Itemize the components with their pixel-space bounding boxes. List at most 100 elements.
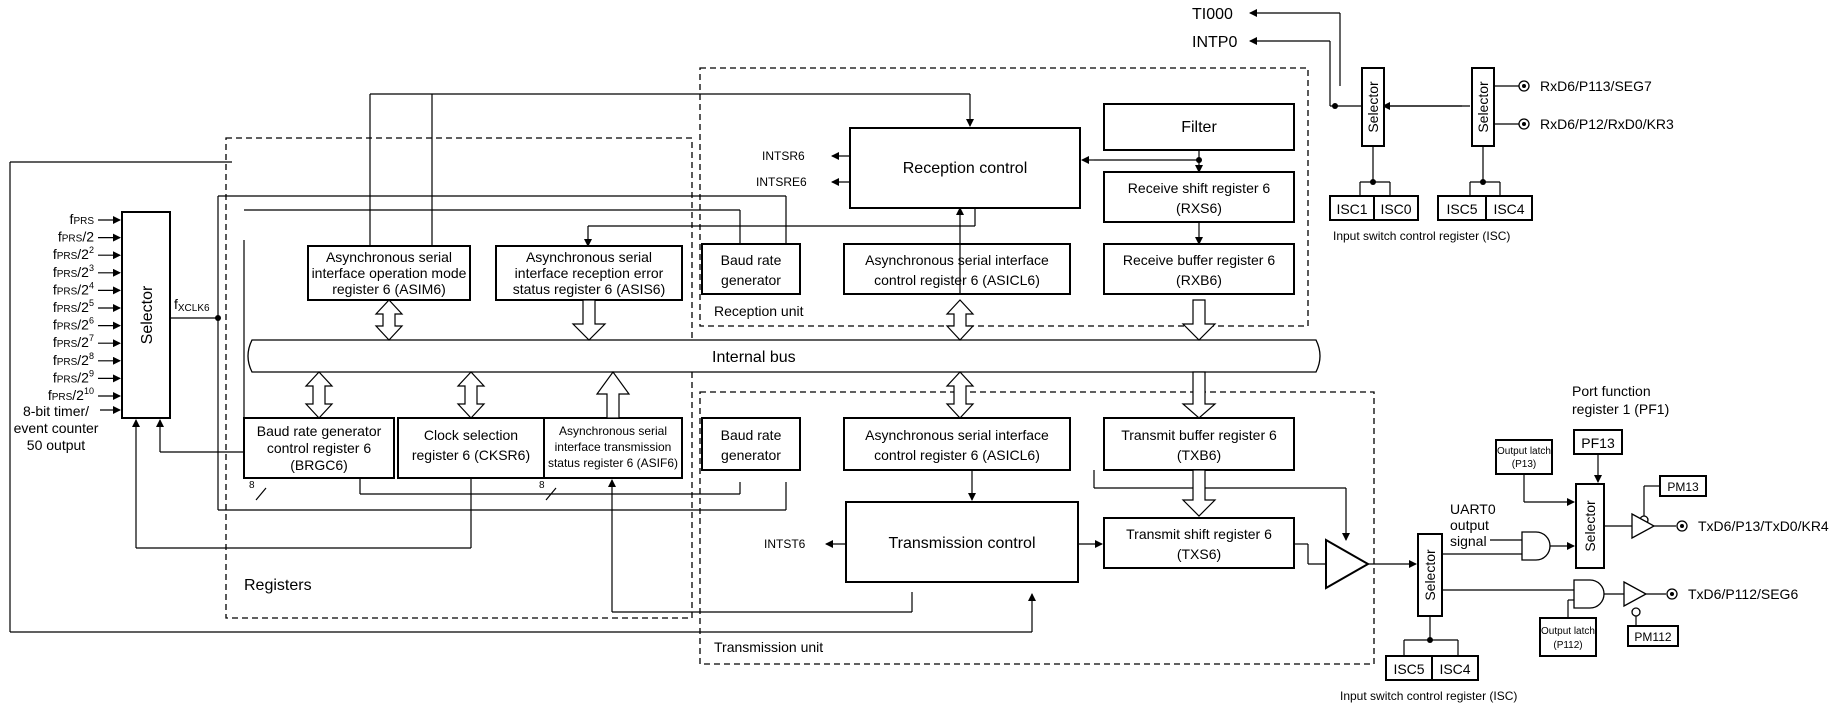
cksr6-label-1: Clock selection (424, 427, 518, 443)
rx-baud-label-1: Baud rate (721, 252, 782, 268)
uart0-label-1: UART0 (1450, 501, 1496, 517)
brgc6-label-1: Baud rate generator (257, 423, 382, 439)
output-latch-p13 (1495, 439, 1553, 475)
reception-unit-label: Reception unit (714, 303, 804, 319)
bus-width-a: 8 (249, 480, 255, 491)
bus-arrows (304, 299, 1217, 517)
p13-latch-label-1: Output latch (1497, 446, 1551, 457)
cksr6-label-2: register 6 (CKSR6) (412, 447, 530, 463)
clock-selector-label: Selector (139, 285, 156, 344)
clock-input-label-10: fPRS/210 (48, 386, 94, 403)
pin-txd6-p112: TxD6/P112/SEG6 (1688, 586, 1798, 602)
internal-bus (247, 339, 1321, 373)
isc-caption-top: Input switch control register (ISC) (1333, 229, 1510, 243)
isc5-label-top: ISC5 (1446, 201, 1477, 217)
and-gate-p112 (1573, 579, 1605, 609)
timer-output-label-3: 50 output (27, 437, 85, 453)
tx-asicl6-box (843, 417, 1071, 471)
p112-latch-label-2: (P112) (1553, 640, 1582, 651)
transmission-unit-region (699, 391, 1375, 665)
clock-inputs: fPRSfPRS/2fPRS/22fPRS/23fPRS/24fPRS/25fP… (48, 211, 121, 403)
transmission-unit-label: Transmission unit (714, 639, 823, 655)
isc4-label-bottom: ISC4 (1439, 661, 1470, 677)
tx-baud-label-2: generator (721, 447, 781, 463)
pm112-box (1627, 625, 1679, 647)
rx-asicl6-label-2: control register 6 (ASICL6) (874, 272, 1040, 288)
timer-output-label-2: event counter (14, 420, 99, 436)
pin-txd6-p13: TxD6/P13/TxD0/KR4 (1698, 518, 1829, 534)
p13-output-buffer (1631, 512, 1656, 540)
asim6-box (307, 245, 471, 301)
txs6-label-2: (TXS6) (1177, 546, 1221, 562)
reception-control-box (849, 127, 1081, 209)
brgc6-box (243, 417, 395, 479)
tx-asicl6-label-1: Asynchronous serial interface (865, 427, 1049, 443)
isc5-bit-bottom (1385, 655, 1433, 681)
clock-input-label-0: fPRS (70, 211, 95, 227)
ti000-signal: TI000 (1192, 6, 1233, 23)
pin-rxd6-p113: RxD6/P113/SEG7 (1540, 78, 1652, 94)
fxclk6-signal: fXCLK6 (174, 296, 210, 314)
reception-control-label: Reception control (903, 160, 1028, 177)
input-selector-a-label: Selector (1365, 81, 1381, 133)
timer-output-label-1: 8-bit timer/ (23, 403, 89, 419)
isc4-bit-top (1485, 195, 1533, 221)
asif6-label-1: Asynchronous serial (559, 424, 667, 438)
tx-baud-label-1: Baud rate (721, 427, 782, 443)
rxb6-box (1103, 243, 1295, 295)
rxs6-box (1103, 171, 1295, 223)
p112-output-buffer (1623, 580, 1648, 608)
clock-selector (121, 211, 171, 419)
output-selector-label: Selector (1422, 549, 1438, 601)
isc5-label-bottom: ISC5 (1393, 661, 1424, 677)
clock-input-label-5: fPRS/25 (53, 298, 94, 315)
filter-label: Filter (1181, 119, 1217, 136)
uart0-label-3: signal (1450, 533, 1487, 549)
and-gate-p13 (1521, 531, 1551, 561)
txs6-label-1: Transmit shift register 6 (1126, 526, 1272, 542)
rx-asicl6-box (843, 243, 1071, 295)
isc0-bit (1373, 195, 1419, 221)
asis6-label-3: status register 6 (ASIS6) (513, 281, 666, 297)
port-selector-label: Selector (1582, 500, 1598, 552)
p112-latch-label-1: Output latch (1541, 626, 1595, 637)
rxb6-label-1: Receive buffer register 6 (1123, 252, 1275, 268)
rxb6-label-2: (RXB6) (1176, 272, 1222, 288)
clock-input-label-6: fPRS/26 (53, 316, 94, 333)
brgc6-label-2: control register 6 (267, 440, 371, 456)
tx-output-buffer (1325, 538, 1371, 590)
rx-baud-rate-generator (701, 243, 801, 295)
bus-width-b: 8 (539, 480, 545, 491)
pf1-label-1: Port function (1572, 383, 1651, 399)
asis6-box (495, 245, 683, 301)
internal-bus-label: Internal bus (712, 349, 796, 366)
filter-box (1103, 103, 1295, 151)
pf13-label: PF13 (1581, 435, 1615, 451)
rxs6-label-1: Receive shift register 6 (1128, 180, 1271, 196)
tx-asicl6-label-2: control register 6 (ASICL6) (874, 447, 1040, 463)
asif6-label-3: status register 6 (ASIF6) (548, 456, 678, 470)
clock-input-label-7: fPRS/27 (53, 333, 94, 350)
input-selector-b-label: Selector (1475, 81, 1491, 133)
isc4-label-top: ISC4 (1493, 201, 1524, 217)
intp0-signal: INTP0 (1192, 34, 1237, 51)
intsr6-signal: INTSR6 (762, 149, 805, 163)
isc4-bit-bottom (1431, 655, 1479, 681)
brgc6-label-3: (BRGC6) (290, 457, 348, 473)
clock-input-label-4: fPRS/24 (53, 280, 94, 297)
asis6-label-2: interface reception error (515, 265, 664, 281)
intst6-signal: INTST6 (764, 537, 806, 551)
asif6-label-2: interface transmission (555, 440, 672, 454)
reception-unit-region (699, 67, 1309, 327)
isc0-label: ISC0 (1380, 201, 1411, 217)
clock-input-label-1: fPRS/2 (58, 229, 94, 245)
clock-input-label-8: fPRS/28 (53, 351, 94, 368)
txs6-box (1103, 517, 1295, 569)
asis6-label-1: Asynchronous serial (526, 249, 652, 265)
pm13-label: PM13 (1667, 480, 1699, 494)
asim6-label-2: interface operation mode (312, 265, 467, 281)
clock-input-label-2: fPRS/22 (53, 245, 94, 262)
clock-input-label-3: fPRS/23 (53, 263, 94, 280)
transmission-control-box (845, 501, 1079, 583)
